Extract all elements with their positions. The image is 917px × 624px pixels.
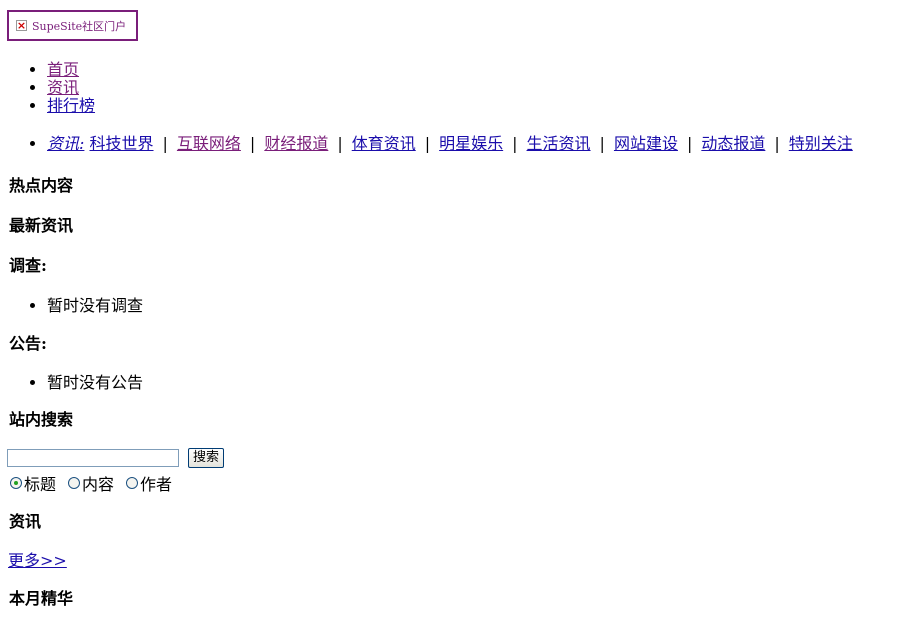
notice-empty-message: 暂时没有公告 xyxy=(47,369,143,393)
separator: | xyxy=(686,134,693,153)
separator: | xyxy=(512,134,518,153)
nav-link-news[interactable]: 资讯 xyxy=(47,78,80,97)
category-link-webdev[interactable]: 网站建设 xyxy=(613,134,678,153)
category-link-special[interactable]: 特别关注 xyxy=(788,134,853,153)
radio-label-content: 内容 xyxy=(82,475,115,494)
more-link[interactable]: 更多>> xyxy=(8,551,67,570)
separator: | xyxy=(424,134,431,153)
category-link-internet[interactable]: 互联网络 xyxy=(176,134,241,153)
radio-unchecked-icon[interactable] xyxy=(126,477,139,489)
nav-link-ranking[interactable]: 排行榜 xyxy=(47,96,96,115)
separator: | xyxy=(599,134,605,153)
logo-alt-text: SupeSite社区门户 xyxy=(32,19,127,33)
separator: | xyxy=(249,134,256,153)
radio-unchecked-icon[interactable] xyxy=(68,477,81,489)
category-link-dynamic[interactable]: 动态报道 xyxy=(701,134,766,153)
broken-image-icon xyxy=(16,20,27,31)
poll-list: 暂时没有调查 xyxy=(0,292,143,316)
nav-link-home[interactable]: 首页 xyxy=(47,60,80,79)
category-link-life[interactable]: 生活资讯 xyxy=(526,134,591,153)
search-scope-title[interactable]: 标题 xyxy=(10,471,56,495)
nav-item-ranking: 排行榜 xyxy=(47,97,95,115)
poll-empty-message: 暂时没有调查 xyxy=(47,292,143,316)
category-link-entertainment[interactable]: 明星娱乐 xyxy=(439,134,504,153)
separator: | xyxy=(774,134,780,153)
radio-label-author: 作者 xyxy=(140,475,173,494)
latest-news-heading: 最新资讯 xyxy=(9,216,74,235)
nav-item-news: 资讯 xyxy=(47,79,95,97)
notice-list: 暂时没有公告 xyxy=(0,369,143,393)
site-search-heading: 站内搜索 xyxy=(9,410,74,429)
category-link-sports[interactable]: 体育资讯 xyxy=(351,134,416,153)
news-heading: 资讯 xyxy=(9,512,42,531)
search-scope-content[interactable]: 内容 xyxy=(68,471,114,495)
category-link-tech[interactable]: 科技世界 xyxy=(89,134,154,153)
search-scope-options: 标题 内容 作者 xyxy=(10,471,184,495)
radio-label-title: 标题 xyxy=(24,475,57,494)
search-form: 搜索 xyxy=(7,448,225,468)
separator: | xyxy=(337,134,343,153)
search-input[interactable] xyxy=(7,449,179,467)
poll-heading: 调查: xyxy=(9,256,47,275)
search-button[interactable]: 搜索 xyxy=(188,448,225,468)
radio-checked-icon[interactable] xyxy=(10,477,22,489)
separator: | xyxy=(162,134,168,153)
category-list-item: 资讯: 科技世界 | 互联网络 | 财经报道 | 体育资讯 | 明星娱乐 | 生活资讯 | 网站建设 | 动… xyxy=(47,135,853,153)
nav-item-home: 首页 xyxy=(47,61,95,79)
category-label-link[interactable]: 资讯: xyxy=(47,134,85,153)
notice-heading: 公告: xyxy=(9,334,47,353)
search-scope-author[interactable]: 作者 xyxy=(126,471,172,495)
main-nav: 首页 资讯 排行榜 xyxy=(0,61,95,115)
monthly-featured-heading: 本月精华 xyxy=(9,589,74,608)
category-link-finance[interactable]: 财经报道 xyxy=(264,134,329,153)
news-category-nav: 资讯: 科技世界 | 互联网络 | 财经报道 | 体育资讯 | 明星娱乐 | 生活资讯 | 网站建设 | 动… xyxy=(0,135,853,153)
site-logo[interactable]: SupeSite社区门户 xyxy=(7,10,138,41)
hot-content-heading: 热点内容 xyxy=(9,176,74,195)
